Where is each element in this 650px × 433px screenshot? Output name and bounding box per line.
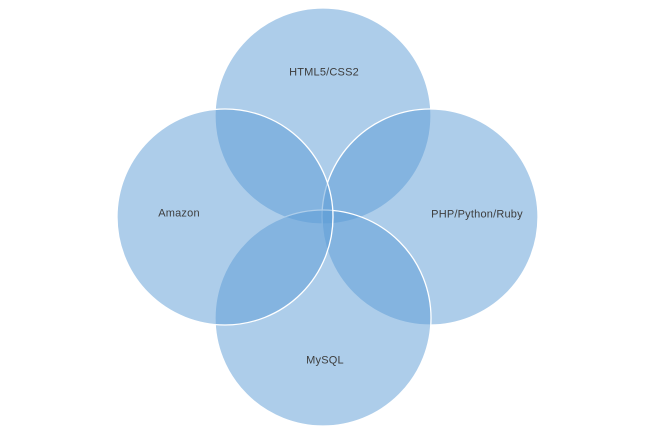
venn-circle-left xyxy=(116,108,334,326)
venn-label-mysql: MySQL xyxy=(306,354,344,367)
venn-label-amazon: Amazon xyxy=(158,207,200,220)
venn-label-html5-css2: HTML5/CSS2 xyxy=(289,66,359,79)
venn-label-php-python-ruby: PHP/Python/Ruby xyxy=(431,208,523,221)
